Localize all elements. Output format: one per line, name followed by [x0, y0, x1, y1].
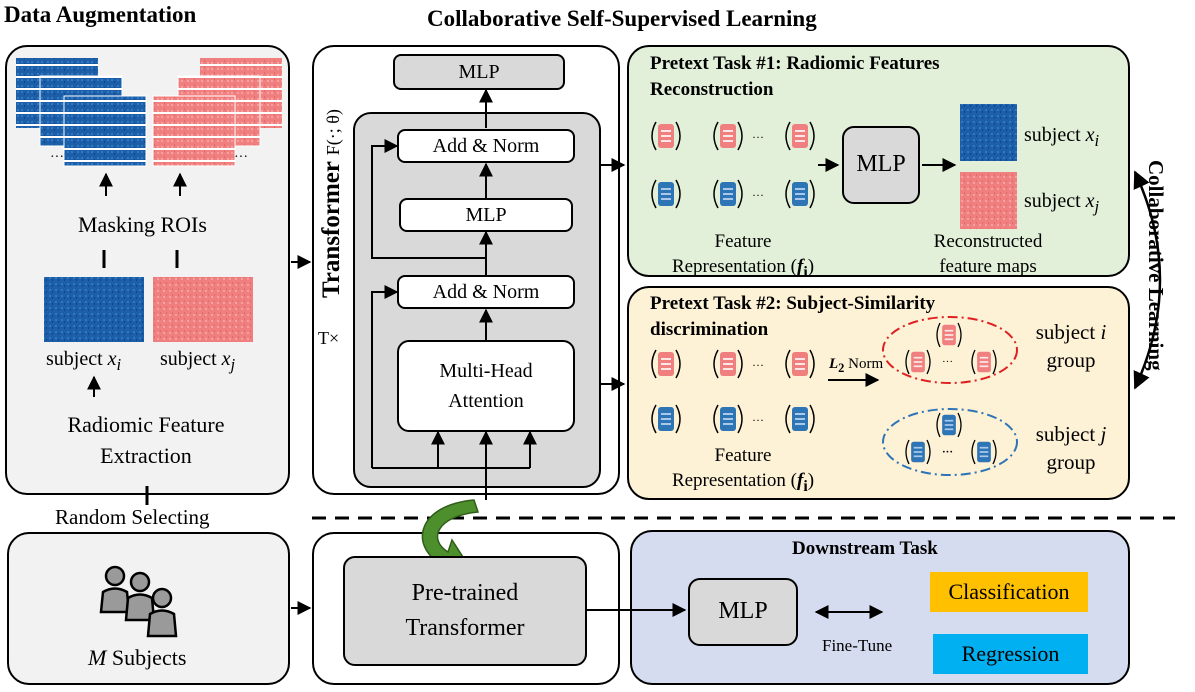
masking-dots-right: ··· [234, 150, 248, 165]
transformer-top-mlp: MLP [393, 54, 565, 90]
task2-feature-representation: Feature Representation (fi) [671, 445, 815, 495]
subjects-label: M Subjects [88, 645, 187, 670]
pretext-task-2-panel [627, 286, 1130, 500]
reconstructed-map-j [960, 172, 1017, 229]
task2-dots-red: ··· [752, 358, 764, 372]
l2-norm-label: L2 Norm [829, 356, 884, 375]
downstream-title: Downstream Task [792, 538, 938, 559]
subjects-people-icon [99, 565, 178, 638]
add-norm-lower: Add & Norm [397, 275, 575, 309]
subject-i-map [44, 277, 144, 342]
collaborative-ssl-title: Collaborative Self-Supervised Learning [427, 6, 817, 31]
transformer-repeat-label: T× [318, 328, 340, 348]
downstream-mlp-box: MLP [688, 578, 798, 646]
collaborative-learning-label: Collaborative Learning [1144, 160, 1168, 371]
data-augmentation-title: Data Augmentation [4, 2, 197, 27]
group-j-ellipse [882, 408, 1018, 476]
collaborative-arrow [1133, 170, 1162, 390]
group-i-ellipse [882, 316, 1018, 384]
group-i-dots: ··· [942, 356, 953, 368]
add-norm-upper: Add & Norm [397, 129, 575, 163]
task1-mlp-box: MLP [842, 126, 920, 204]
subject-j-label: subject xj [160, 348, 236, 374]
masked-red-maps [152, 58, 282, 167]
task1-dots-blue: ··· [752, 188, 764, 202]
task2-dots-blue: ··· [752, 413, 764, 427]
subject-j-map [153, 277, 253, 342]
transformer-vertical-title: Transformer F(·; θ) [318, 109, 345, 298]
transformer-inner-mlp: MLP [399, 198, 573, 232]
masked-blue-maps [16, 58, 147, 167]
reconstructed-map-i [960, 104, 1017, 161]
group-j-dots: ··· [942, 446, 954, 458]
masking-rois-label: Masking ROIs [78, 212, 207, 237]
random-selecting-label: Random Selecting [52, 505, 213, 530]
subject-i-label: subject xi [46, 348, 122, 374]
classification-badge: Classification [930, 572, 1088, 612]
finetune-label: Fine-Tune [822, 636, 893, 655]
task1-feature-representation: Feature Representation (fi) [671, 231, 815, 281]
task1-subject-j: subject xj [1024, 190, 1100, 216]
masking-dots: ··· [50, 150, 64, 165]
regression-badge: Regression [933, 634, 1088, 674]
task1-dots-red: ··· [752, 130, 764, 144]
task1-subject-i: subject xi [1024, 124, 1100, 150]
